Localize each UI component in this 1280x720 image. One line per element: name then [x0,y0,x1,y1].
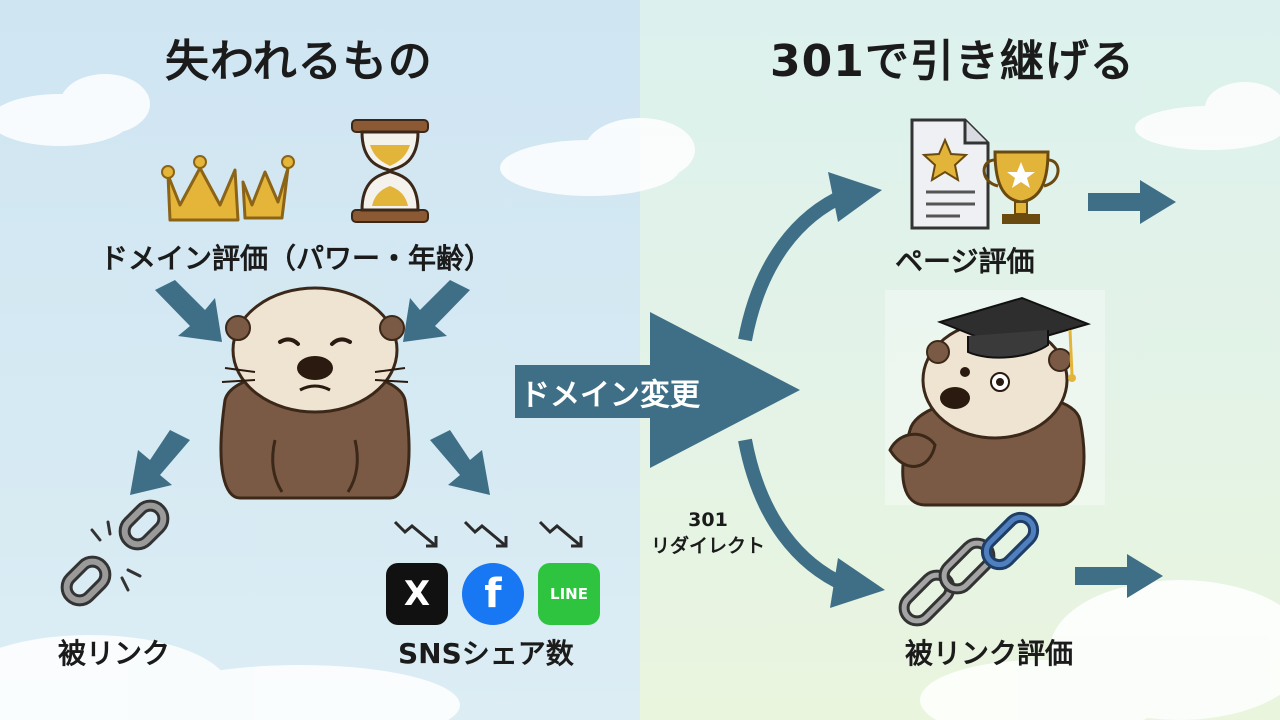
trophy-icon [982,150,1060,224]
hourglass-icon [351,119,429,223]
backlink-eval-label: 被リンク評価 [905,637,1074,670]
lost-title: 失われるもの [165,36,433,87]
transfer-curved-arrows [738,172,885,608]
sns-share-label: SNSシェア数 [398,637,574,670]
line-logo-icon: LINE [538,563,600,625]
kept-title: 301で引き継げる [770,36,1135,87]
backlinks-label: 被リンク [58,637,171,670]
redirect-label-code: 301 [688,509,728,531]
lost-flow-arrows [130,280,490,495]
document-star-icon [910,118,990,230]
kept-flow-arrows [1075,180,1176,598]
sad-otter-illustration [219,286,411,500]
domain-change-arrow [515,312,800,468]
redirect-label-text: リダイレクト [650,534,765,557]
facebook-logo-icon: f [462,563,524,625]
redirect-label: 301 リダイレクト [638,508,778,559]
domain-eval-label: ドメイン評価（パワー・年齢） [100,242,493,275]
graduate-otter-illustration [885,290,1105,507]
cloud-decoration [0,74,1280,720]
page-eval-label: ページ評価 [895,245,1035,278]
connected-chain-icon [898,511,1040,627]
decline-arrows [393,520,583,548]
broken-crown-icon [161,155,295,222]
domain-change-label: ドメイン変更 [520,378,700,413]
x-logo-icon: X [386,563,448,625]
broken-chain-icon [60,499,170,607]
